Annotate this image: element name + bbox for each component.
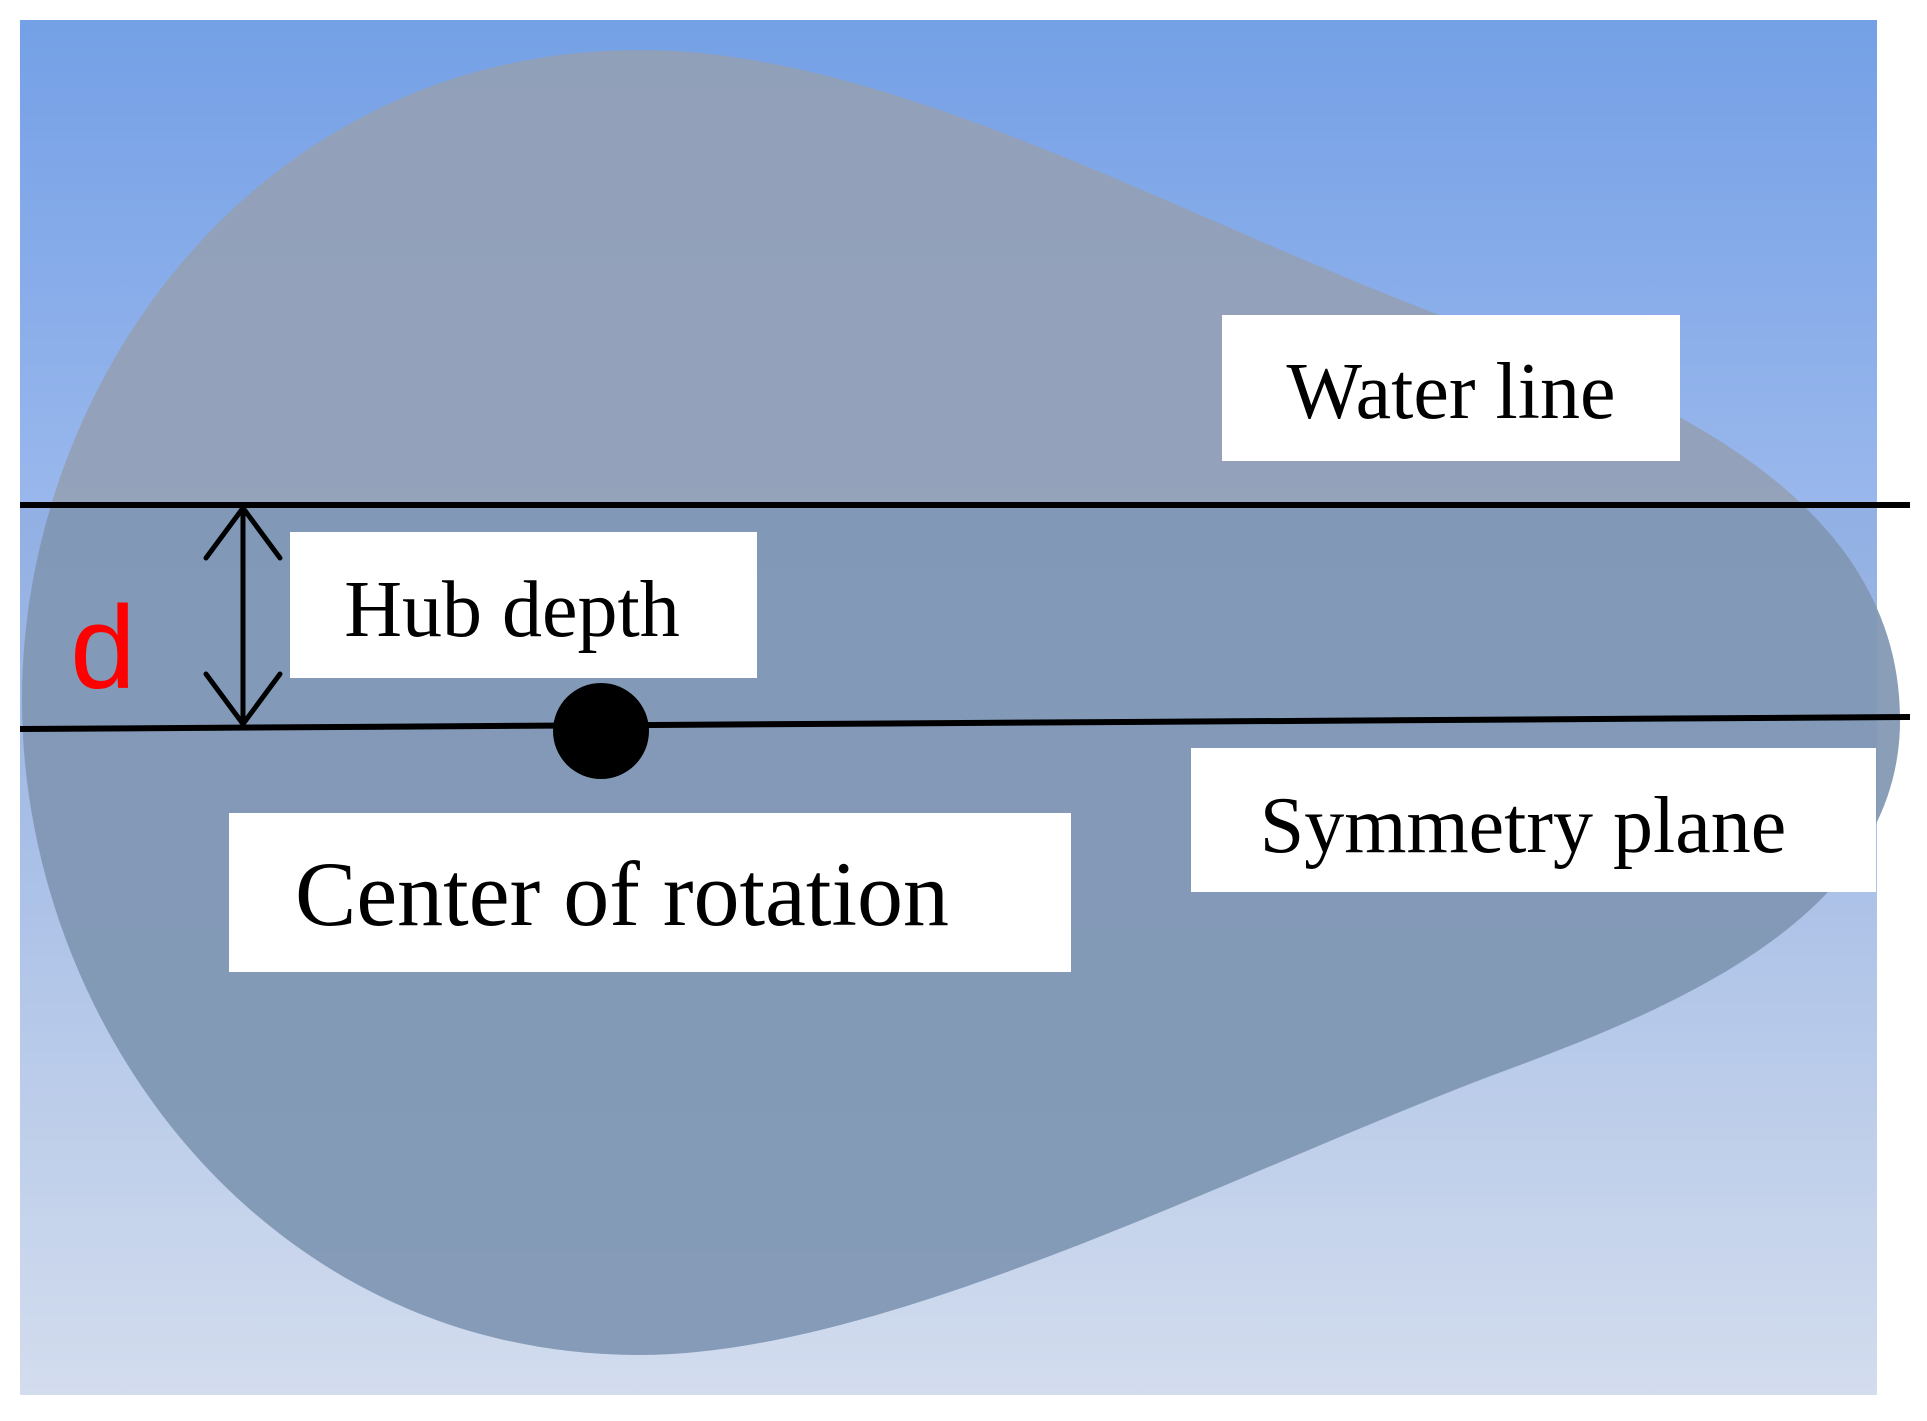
depth-symbol: d xyxy=(70,582,136,714)
center-of-rotation-label-text: Center of rotation xyxy=(295,843,949,945)
water-line-label: Water line xyxy=(1222,315,1680,461)
symmetry-plane-label-text: Symmetry plane xyxy=(1260,782,1787,870)
center-of-rotation-dot xyxy=(553,683,649,779)
symmetry-plane-label: Symmetry plane xyxy=(1191,748,1876,892)
symmetry-plane-line xyxy=(19,714,1911,732)
center-of-rotation-label: Center of rotation xyxy=(229,813,1071,972)
hub-depth-label-text: Hub depth xyxy=(344,566,680,654)
depth-arrow xyxy=(203,505,283,727)
hub-depth-label: Hub depth xyxy=(290,532,757,678)
water-line-label-text: Water line xyxy=(1287,348,1616,436)
